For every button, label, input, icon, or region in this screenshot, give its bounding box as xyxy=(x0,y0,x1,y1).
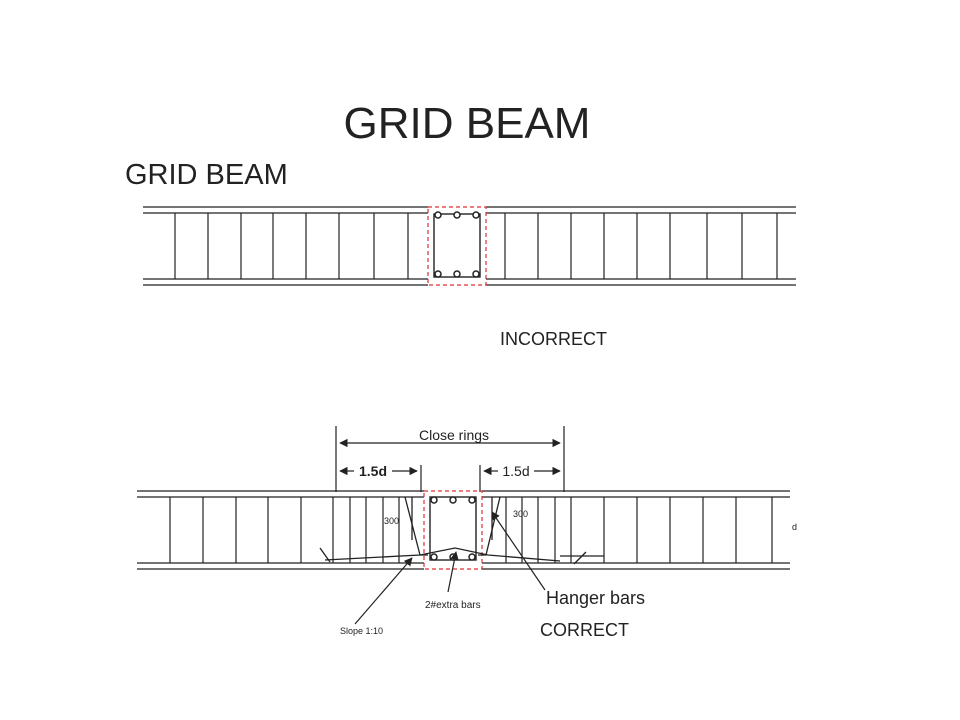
incorrect-column-outline xyxy=(427,206,487,286)
depth-label: d xyxy=(792,522,797,532)
incorrect-column-tie xyxy=(433,213,481,278)
hanger-bars-leader xyxy=(491,511,546,591)
hanger-bars-label: Hanger bars xyxy=(546,588,645,608)
correct-beam-top-edges xyxy=(137,490,790,498)
close-rings-dimension xyxy=(335,426,565,492)
extra-bars xyxy=(319,547,604,565)
spacing-right-label: 300 xyxy=(513,509,528,519)
incorrect-label: INCORRECT xyxy=(500,329,607,349)
slide-subtitle: GRID BEAM xyxy=(125,159,288,191)
incorrect-detail xyxy=(143,206,796,286)
incorrect-beam-top-edges xyxy=(143,206,796,214)
close-rings-label: Close rings xyxy=(419,427,489,443)
spacing-left-label: 300 xyxy=(384,516,399,526)
incorrect-stirrups xyxy=(174,213,778,279)
dim-left-label: 1.5d xyxy=(359,463,387,479)
incorrect-column-bars xyxy=(434,211,480,278)
slope-label: Slope 1:10 xyxy=(340,626,383,636)
correct-beam-bottom-edges xyxy=(137,562,790,570)
extra-bars-label: 2#extra bars xyxy=(425,600,481,611)
extra-bars-leader xyxy=(447,551,459,593)
dim-right-label: 1.5d xyxy=(502,463,529,479)
incorrect-beam-bottom-edges xyxy=(143,278,796,286)
slope-leader xyxy=(354,557,413,625)
correct-stirrups xyxy=(169,497,773,563)
slide-title: GRID BEAM xyxy=(344,99,591,148)
correct-label: CORRECT xyxy=(540,620,629,640)
hanger-bars xyxy=(404,496,501,556)
dimension-right-1-5d xyxy=(479,465,561,492)
dimension-left-1-5d xyxy=(339,465,422,492)
correct-detail xyxy=(137,426,790,625)
